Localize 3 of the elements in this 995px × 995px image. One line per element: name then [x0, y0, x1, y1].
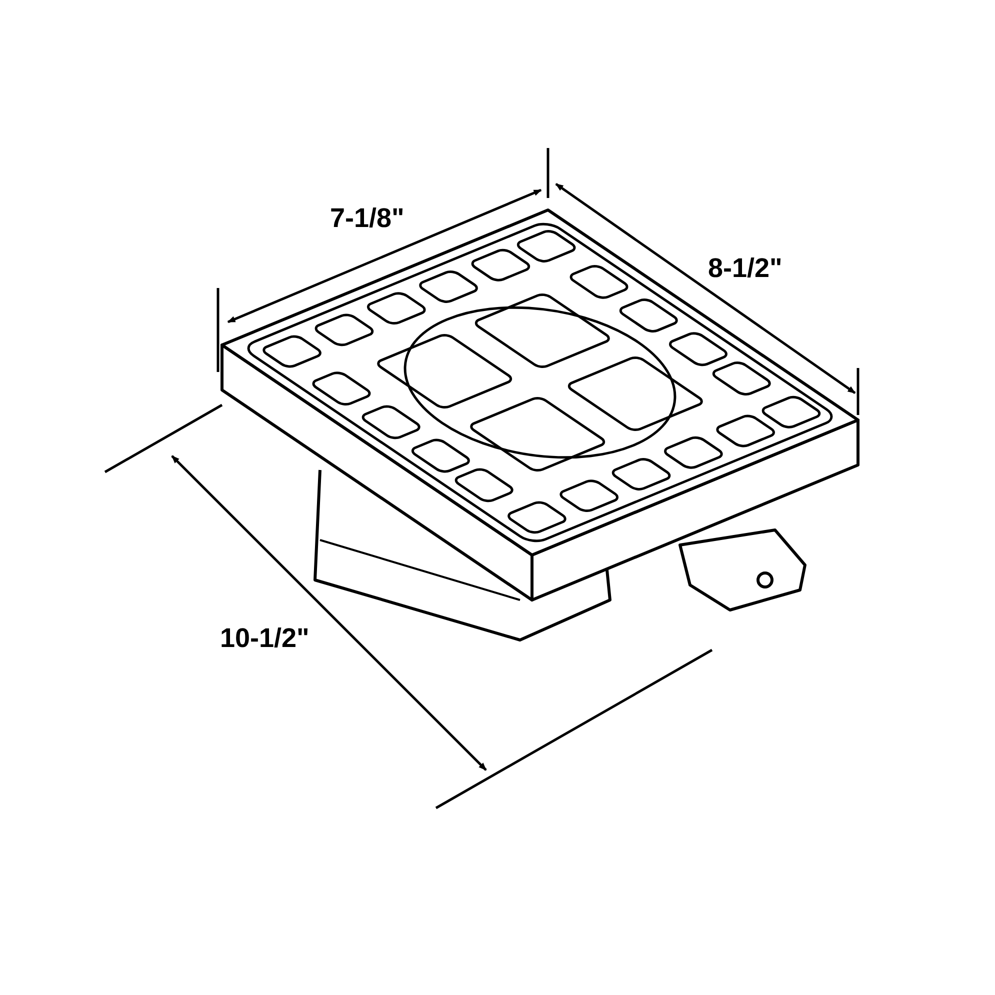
- dimension-label: 10-1/2": [220, 625, 310, 652]
- dimension-label: 7-1/8": [330, 205, 404, 232]
- dimension-label: 8-1/2": [708, 255, 782, 282]
